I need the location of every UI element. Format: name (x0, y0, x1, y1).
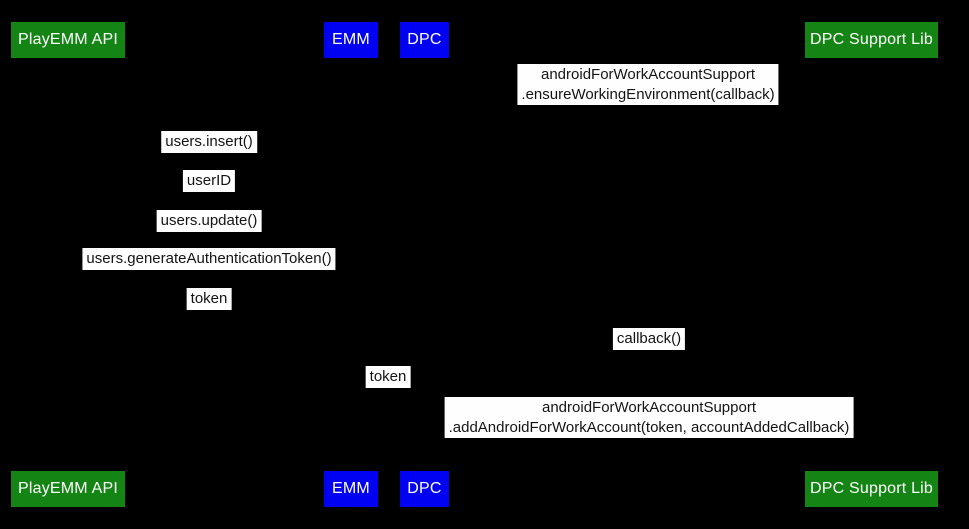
message-line: .ensureWorkingEnvironment(callback) (521, 85, 775, 103)
message-users-update: users.update() (156, 210, 262, 232)
actor-top-dpc-support-lib: DPC Support Lib (805, 22, 938, 58)
message-generate-authentication-token: users.generateAuthenticationToken() (82, 248, 336, 270)
message-line: token (369, 368, 407, 385)
message-ensure-working-environment: androidForWorkAccountSupport .ensureWork… (517, 64, 779, 105)
actor-bottom-dpc-support-lib: DPC Support Lib (805, 471, 938, 507)
message-callback: callback() (612, 328, 686, 350)
message-line: .addAndroidForWorkAccount(token, account… (448, 418, 850, 436)
message-line: users.insert() (165, 133, 253, 150)
actor-top-emm: EMM (324, 22, 378, 58)
message-token-return: token (186, 288, 232, 310)
message-line: callback() (616, 330, 682, 347)
message-token-forward: token (365, 366, 411, 388)
message-users-insert: users.insert() (161, 131, 257, 153)
message-line: users.generateAuthenticationToken() (86, 250, 332, 267)
actor-bottom-emm: EMM (324, 471, 378, 507)
message-line: androidForWorkAccountSupport (540, 66, 755, 83)
message-line: token (190, 290, 228, 307)
message-line: users.update() (160, 212, 258, 229)
actor-top-dpc: DPC (400, 22, 449, 58)
message-add-android-for-work-account: androidForWorkAccountSupport .addAndroid… (444, 397, 854, 438)
message-line: userID (186, 172, 232, 189)
message-line: androidForWorkAccountSupport (542, 399, 756, 416)
actor-bottom-dpc: DPC (400, 471, 449, 507)
actor-bottom-playemm-api: PlayEMM API (11, 471, 125, 507)
message-userid: userID (182, 170, 236, 192)
actor-top-playemm-api: PlayEMM API (11, 22, 125, 58)
